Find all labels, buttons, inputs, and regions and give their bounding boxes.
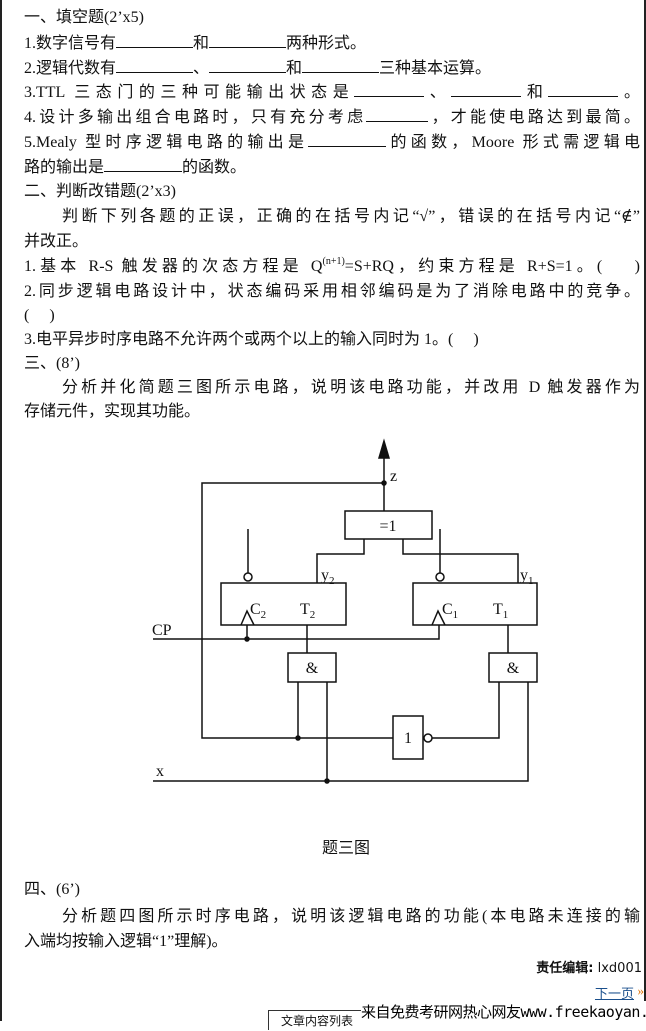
xor-label: =1 bbox=[379, 518, 396, 535]
question-1-5-cont: 路的输出是 的函数。 bbox=[24, 156, 246, 178]
text: 三种基本运算。 bbox=[379, 60, 492, 77]
watermark: 来自免费考研网热心网友www.freekaoyan.com bbox=[361, 1001, 646, 1022]
text: 和 bbox=[193, 35, 210, 52]
answer-blank bbox=[302, 57, 380, 73]
x-label: x bbox=[156, 763, 164, 780]
question-1-1: 1.数字信号有 和 两种形式。 bbox=[24, 32, 366, 54]
page-border-right bbox=[644, 0, 646, 1021]
section2-intro-cont: 并改正。 bbox=[24, 233, 89, 250]
double-chevron-right-icon: » bbox=[637, 983, 645, 998]
cp-label: CP bbox=[152, 622, 172, 639]
section2-heading: 二、判断改错题(2’x3) bbox=[24, 183, 176, 200]
text: 4.设计多输出组合电路时，只有充分考虑 bbox=[24, 109, 367, 126]
output-label: z bbox=[390, 468, 397, 485]
clock-wire bbox=[153, 625, 440, 640]
question-1-2: 2.逻辑代数有 、 和 三种基本运算。 bbox=[24, 57, 491, 79]
answer-blank bbox=[451, 81, 522, 97]
text: 的函数，Moore 形式需逻辑电 bbox=[386, 134, 640, 151]
text: ，才能使电路达到最简。 bbox=[428, 109, 640, 126]
answer-blank bbox=[116, 32, 194, 48]
editor-credit: 责任编辑: lxd001 bbox=[536, 957, 642, 976]
flip-flop-2 bbox=[220, 582, 347, 626]
question-1-5: 5.Mealy 型时序逻辑电路的输出是 的函数，Moore 形式需逻辑电 bbox=[24, 131, 640, 153]
c2-label: C2 bbox=[250, 601, 266, 621]
t2-label: T2 bbox=[300, 601, 315, 621]
text: 。 bbox=[618, 84, 640, 101]
text: =S+RQ，约束方程是 R+S=1。( ) bbox=[344, 258, 640, 275]
superscript: (n+1) bbox=[322, 256, 345, 267]
inverter-bubble bbox=[435, 572, 445, 582]
page-border-left bbox=[0, 0, 2, 1021]
text: 5.Mealy 型时序逻辑电路的输出是 bbox=[24, 134, 309, 151]
text: 、 bbox=[193, 60, 210, 77]
text: 、 bbox=[424, 84, 452, 101]
junction bbox=[295, 735, 301, 741]
section4-text-cont: 入端均按输入逻辑“1”理解)。 bbox=[24, 933, 228, 950]
answer-blank bbox=[548, 81, 619, 97]
question-2-1: 1.基本 R-S 触发器的次态方程是 Q(n+1)=S+RQ，约束方程是 R+S… bbox=[24, 256, 640, 278]
section4-heading: 四、(6’) bbox=[24, 881, 80, 898]
wire bbox=[432, 682, 500, 739]
section1-heading: 一、填空题(2’x5) bbox=[24, 9, 144, 26]
not-label: 1 bbox=[404, 730, 412, 747]
answer-blank bbox=[116, 57, 194, 73]
figure-caption: 题三图 bbox=[321, 840, 370, 857]
question-1-4: 4.设计多输出组合电路时，只有充分考虑 ，才能使电路达到最简。 bbox=[24, 106, 640, 128]
question-2-2-bracket: ( ) bbox=[24, 307, 55, 324]
editor-name: lxd001 bbox=[597, 961, 642, 976]
section3-text-cont: 存储元件，实现其功能。 bbox=[24, 403, 201, 420]
text: 1.数字信号有 bbox=[24, 35, 117, 52]
not-gate bbox=[392, 715, 424, 760]
text: 1.基本 R-S 触发器的次态方程是 Q bbox=[24, 258, 323, 275]
section3-text: 分析并化简题三图所示电路，说明该电路功能，并改用 D 触发器作为 bbox=[62, 379, 640, 396]
text: 3.TTL 三态门的三种可能输出状态是 bbox=[24, 84, 355, 101]
clock-triangle-icon bbox=[240, 609, 255, 626]
answer-blank bbox=[366, 106, 429, 122]
next-page-link[interactable]: 下一页 bbox=[594, 987, 634, 1002]
y2-label: y2 bbox=[321, 567, 335, 587]
section4-text: 分析题四图所示时序电路，说明该逻辑电路的功能(本电路未连接的输 bbox=[62, 908, 640, 925]
text: 的函数。 bbox=[182, 159, 247, 176]
answer-blank bbox=[209, 57, 287, 73]
text: 两种形式。 bbox=[286, 35, 367, 52]
and-label: & bbox=[306, 660, 319, 677]
text: 路的输出是 bbox=[24, 159, 105, 176]
answer-blank bbox=[308, 131, 387, 147]
wire-y2 bbox=[316, 539, 365, 583]
answer-blank bbox=[354, 81, 425, 97]
section3-heading: 三、(8’) bbox=[24, 355, 80, 372]
c1-label: C1 bbox=[442, 601, 458, 621]
arrow-up-icon bbox=[377, 438, 391, 459]
input-x-wire bbox=[153, 682, 529, 782]
and-gate-1 bbox=[488, 652, 538, 683]
wire-y1 bbox=[402, 539, 519, 583]
and-label: & bbox=[507, 660, 520, 677]
text: 和 bbox=[521, 84, 549, 101]
clock-triangle-icon bbox=[431, 609, 446, 626]
xor-gate bbox=[344, 510, 433, 540]
answer-blank bbox=[209, 32, 287, 48]
text: 2.逻辑代数有 bbox=[24, 60, 117, 77]
and-gate-2 bbox=[287, 652, 337, 683]
text: 和 bbox=[286, 60, 303, 77]
answer-blank bbox=[104, 156, 183, 172]
section2-intro: 判断下列各题的正误，正确的在括号内记“√”，错误的在括号内记“∉” bbox=[62, 208, 640, 225]
y1-label: y1 bbox=[520, 567, 534, 587]
t1-label: T1 bbox=[493, 601, 508, 621]
junction bbox=[244, 636, 250, 642]
inverter-bubble bbox=[243, 572, 253, 582]
question-1-3: 3.TTL 三态门的三种可能输出状态是 、 和 。 bbox=[24, 81, 640, 103]
question-2-3: 3.电平异步时序电路不允许两个或两个以上的输入同时为 1。( ) bbox=[24, 331, 479, 348]
question-2-2: 2.同步逻辑电路设计中，状态编码采用相邻编码是为了消除电路中的竞争。 bbox=[24, 283, 640, 300]
flip-flop-1 bbox=[412, 582, 538, 626]
editor-label: 责任编辑: bbox=[536, 961, 594, 976]
inverter-bubble bbox=[423, 733, 433, 743]
